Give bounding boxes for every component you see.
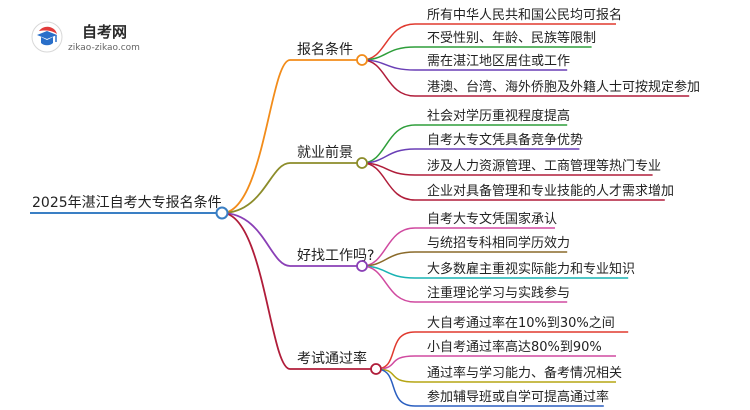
leaf-label: 社会对学历重视程度提高 <box>427 108 570 124</box>
leaf-connector <box>361 265 416 303</box>
graduation-cap-icon <box>31 21 63 53</box>
leaf-label: 不受性别、年龄、民族等限制 <box>427 30 596 46</box>
root-node-circle[interactable] <box>215 206 229 220</box>
branch-node-circle[interactable] <box>356 260 368 272</box>
logo-url: zikao-zikao.com <box>68 43 140 53</box>
branch-label: 就业前景 <box>297 144 353 161</box>
branch-connector <box>221 212 291 267</box>
leaf-label: 涉及人力资源管理、工商管理等热门专业 <box>427 158 661 174</box>
leaf-label: 大多数雇主重视实际能力和专业知识 <box>427 261 635 277</box>
leaf-connector <box>375 368 416 407</box>
leaf-connector <box>361 124 416 164</box>
leaf-connector <box>361 162 416 201</box>
branch-connector <box>221 162 291 214</box>
leaf-label: 注重理论学习与实践参与 <box>427 285 570 301</box>
leaf-connector <box>361 59 416 97</box>
leaf-label: 港澳、台湾、海外侨胞及外籍人士可按规定参加 <box>427 79 700 95</box>
branch-label: 好找工作吗? <box>297 248 374 264</box>
leaf-label: 所有中华人民共和国公民均可报名 <box>427 7 622 23</box>
leaf-label: 需在湛江地区居住或工作 <box>427 54 570 69</box>
leaf-connector <box>375 368 416 383</box>
leaf-label: 大自考通过率在10%到30%之间 <box>427 315 615 331</box>
site-logo: 自考网 zikao-zikao.com <box>30 14 150 58</box>
leaf-label: 参加辅导班或自学可提高通过率 <box>427 389 609 405</box>
branch-node-circle[interactable] <box>356 54 368 66</box>
leaf-label: 自考大专文凭具备竞争优势 <box>427 132 583 148</box>
root-label: 2025年湛江自考大专报名条件 <box>32 194 222 211</box>
leaf-label: 企业对具备管理和专业技能的人才需求增加 <box>427 183 674 199</box>
branch-node-circle[interactable] <box>356 157 368 169</box>
branch-label: 考试通过率 <box>297 350 367 367</box>
leaf-label: 小自考通过率高达80%到90% <box>427 339 602 355</box>
branch-connector <box>221 212 291 370</box>
leaf-label: 自考大专文凭国家承认 <box>427 211 557 227</box>
leaf-connector <box>375 355 416 370</box>
leaf-label: 通过率与学习能力、备考情况相关 <box>427 365 622 381</box>
branch-node-circle[interactable] <box>370 363 382 375</box>
branch-label: 报名条件 <box>297 41 353 58</box>
branch-connector <box>221 59 291 214</box>
leaf-label: 与统招专科相同学历效力 <box>427 235 570 251</box>
logo-title: 自考网 <box>82 23 128 41</box>
leaf-connector <box>375 331 416 370</box>
leaf-connector <box>361 23 416 61</box>
